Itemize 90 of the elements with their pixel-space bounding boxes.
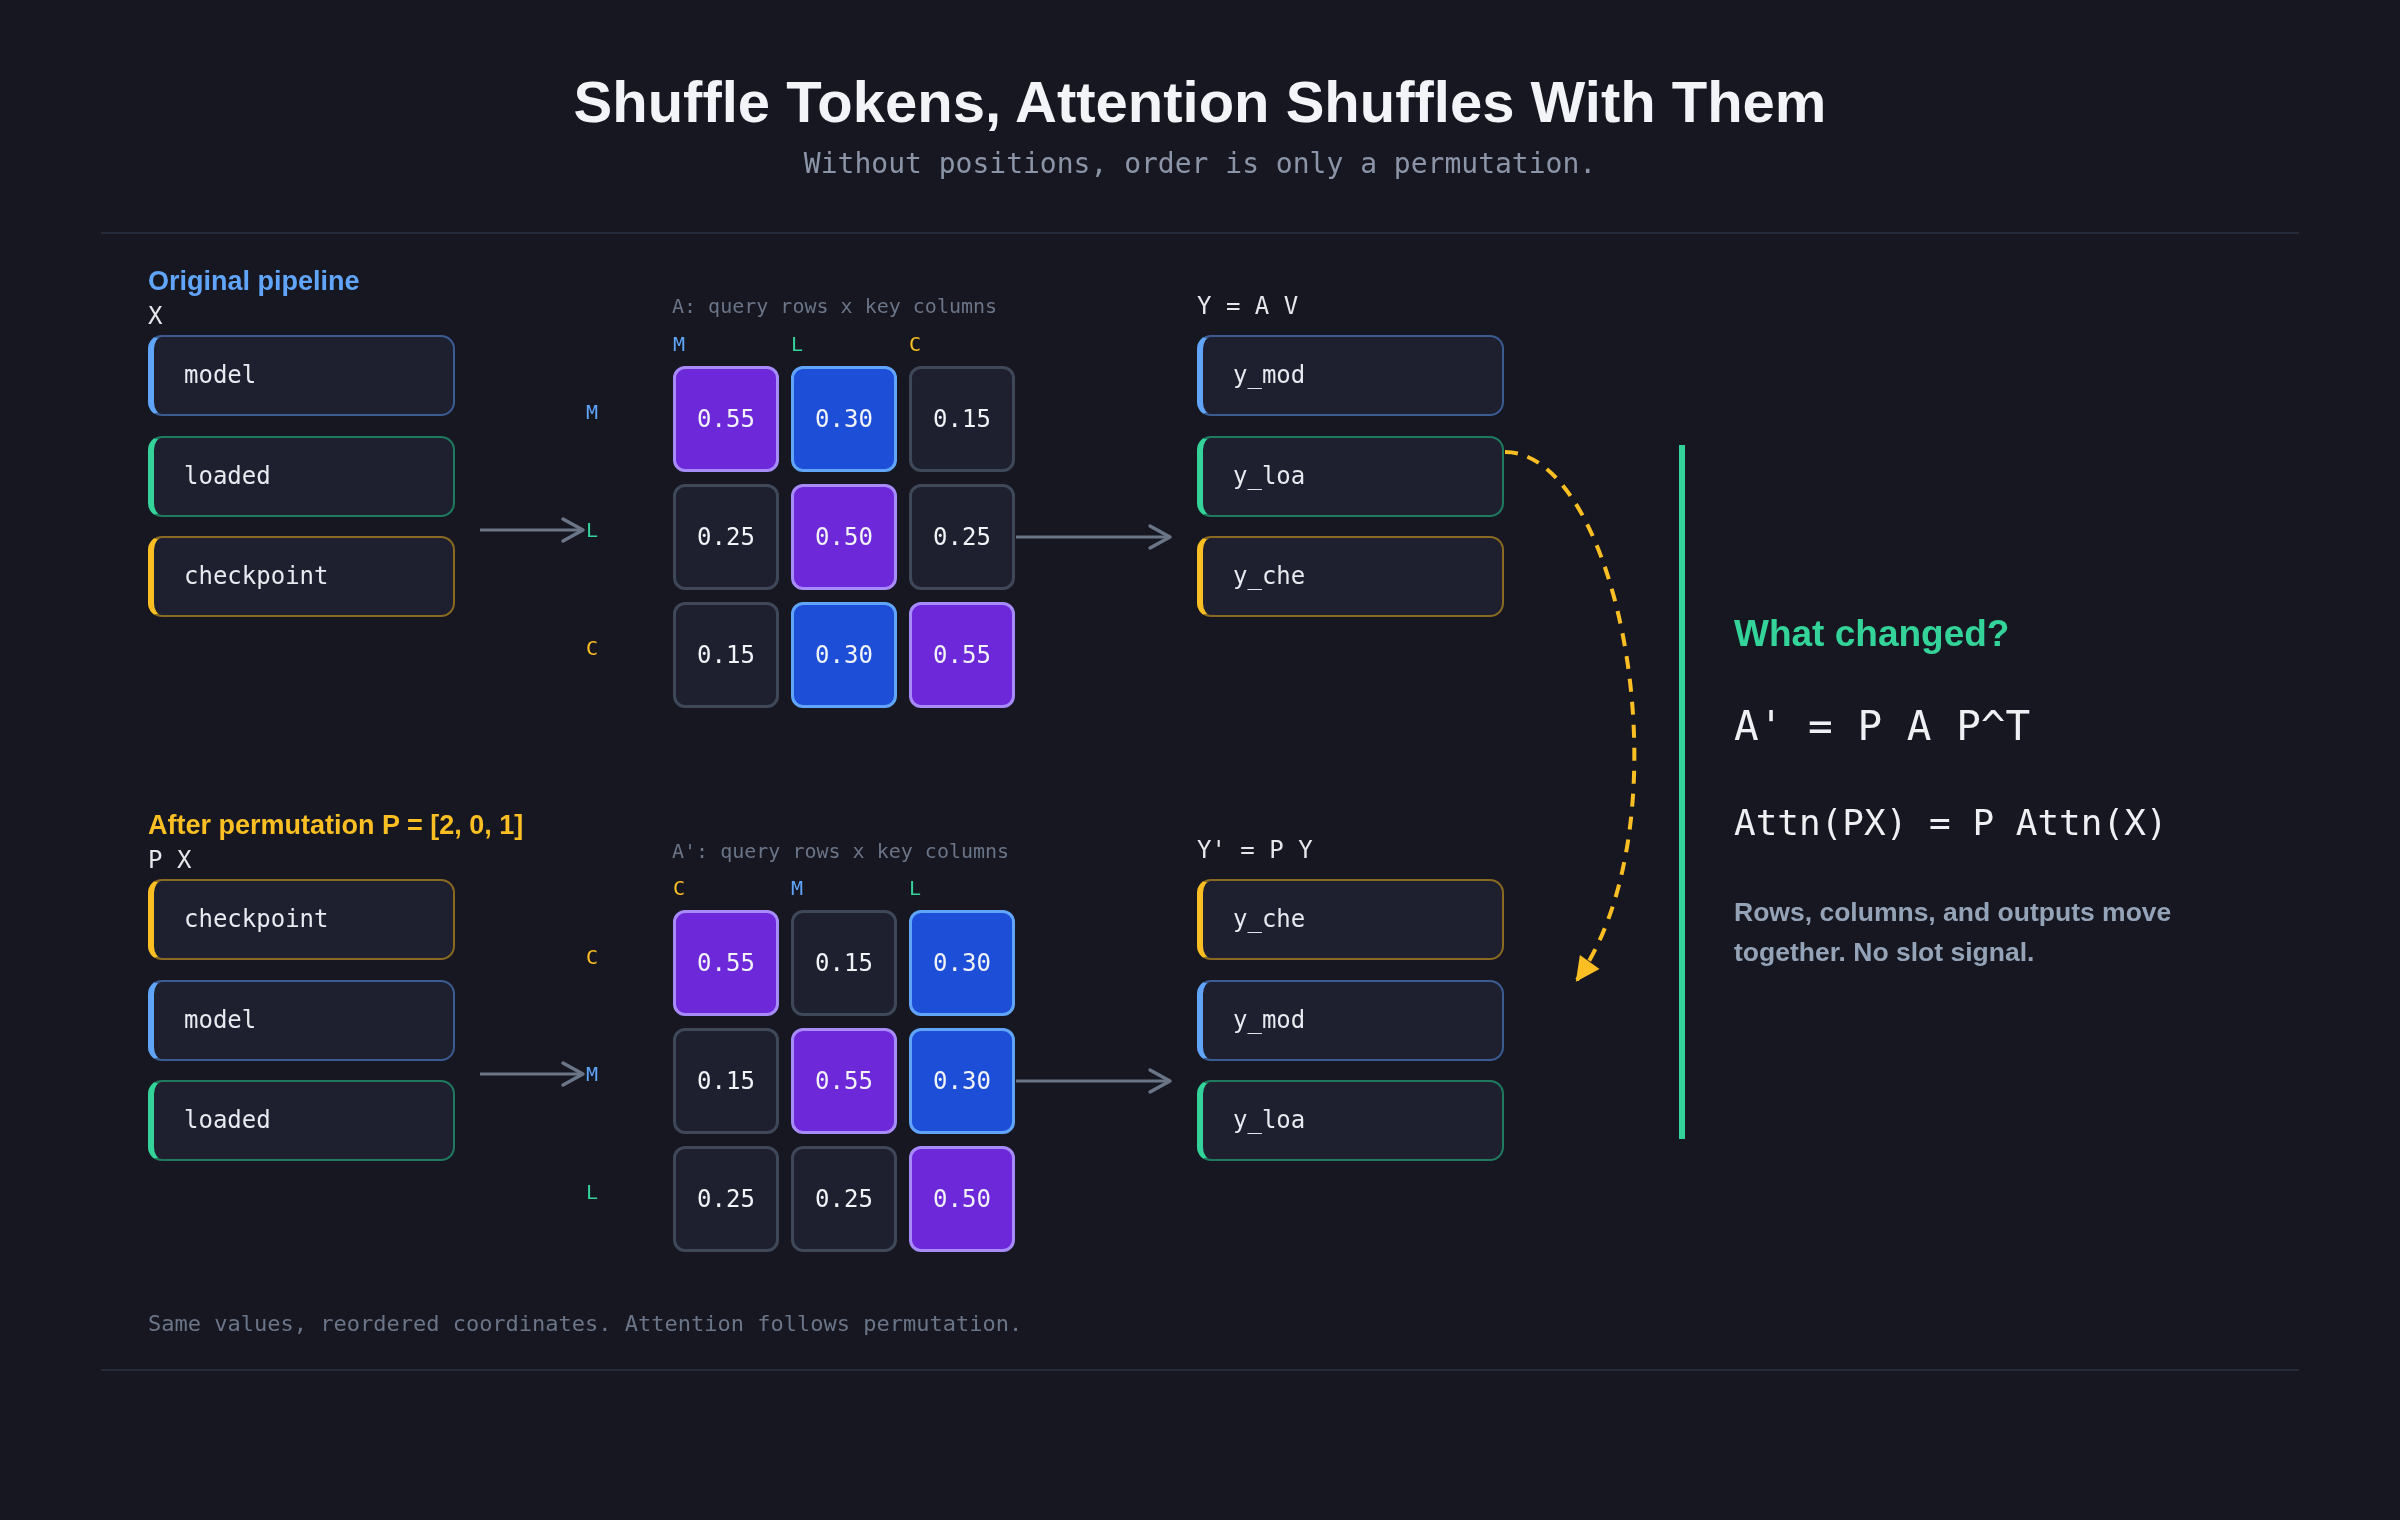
attention-weight: 0.55	[933, 640, 991, 670]
footnote: Same values, reordered coordinates. Attention follows permutation.	[148, 1311, 1023, 1338]
token-card	[148, 436, 455, 517]
token-card	[148, 1080, 455, 1161]
attention-weight: 0.15	[697, 1066, 755, 1096]
attention-weight: 0.25	[815, 1184, 873, 1214]
token-card	[148, 536, 455, 617]
output-text: y_mod	[1233, 1006, 1306, 1035]
output-card	[1197, 1080, 1504, 1161]
attention-cell	[909, 910, 1015, 1016]
output-card	[1197, 436, 1504, 517]
token-text: loaded	[184, 1106, 271, 1135]
column-label: M	[673, 332, 686, 356]
formula-label: Y = A V	[1197, 292, 1299, 321]
arrow	[1016, 1068, 1172, 1094]
attention-cell	[909, 602, 1015, 708]
arrow	[1016, 524, 1172, 550]
column-label: M	[791, 876, 804, 900]
row-label: C	[586, 636, 599, 660]
output-card	[1197, 335, 1504, 416]
column-label: L	[909, 876, 922, 900]
formula: A' = P A P^T	[1734, 702, 2031, 752]
attention-cell	[673, 366, 779, 472]
attention-cell	[909, 1146, 1015, 1252]
column-label: L	[791, 332, 804, 356]
token-text: checkpoint	[184, 562, 329, 591]
attention-weight: 0.25	[697, 522, 755, 552]
output-text: y_loa	[1233, 462, 1306, 491]
attention-cell	[791, 1146, 897, 1252]
attention-weight: 0.55	[697, 404, 755, 434]
column-label: C	[909, 332, 922, 356]
output-text: y_mod	[1233, 361, 1306, 390]
attention-cell	[791, 910, 897, 1016]
attention-weight: 0.50	[933, 1184, 991, 1214]
attention-cell	[673, 484, 779, 590]
output-card	[1197, 536, 1504, 617]
attention-cell	[909, 366, 1015, 472]
row-label: M	[586, 1062, 599, 1086]
token-text: model	[184, 361, 257, 390]
token-card	[148, 335, 455, 416]
attention-weight: 0.15	[815, 948, 873, 978]
note-text: Rows, columns, and outputs move together. No slot signal.	[1734, 896, 2173, 969]
token-text: checkpoint	[184, 905, 329, 934]
section-heading: After permutation P = [2, 0, 1]	[148, 809, 524, 842]
attention-weight: 0.30	[815, 640, 873, 670]
row-label: M	[586, 400, 599, 424]
attention-weight: 0.55	[697, 948, 755, 978]
attention-cell	[791, 484, 897, 590]
output-card	[1197, 980, 1504, 1061]
dashed-arrow	[1504, 450, 1637, 982]
formula-label: Y' = P Y	[1197, 836, 1313, 865]
attention-cell	[673, 1028, 779, 1134]
attention-weight: 0.15	[697, 640, 755, 670]
token-text: model	[184, 1006, 257, 1035]
row-label: C	[586, 945, 599, 969]
matrix-caption: A: query rows x key columns	[672, 294, 998, 318]
output-text: y_loa	[1233, 1106, 1306, 1135]
matrix-name: X	[148, 302, 163, 331]
matrix-caption: A': query rows x key columns	[672, 839, 1010, 863]
matrix-name: P X	[148, 846, 192, 875]
output-card	[1197, 879, 1504, 960]
attention-weight: 0.50	[815, 522, 873, 552]
token-card	[148, 879, 455, 960]
section-heading: Original pipeline	[148, 265, 360, 298]
token-text: loaded	[184, 462, 271, 491]
attention-weight: 0.15	[933, 404, 991, 434]
attention-cell	[673, 910, 779, 1016]
attention-weight: 0.30	[815, 404, 873, 434]
output-text: y_che	[1233, 562, 1306, 591]
column-label: C	[673, 876, 686, 900]
attention-weight: 0.30	[933, 948, 991, 978]
attention-weight: 0.55	[815, 1066, 873, 1096]
row-label: L	[586, 518, 599, 542]
output-text: y_che	[1233, 905, 1306, 934]
row-label: L	[586, 1180, 599, 1204]
subtitle: Without positions, order is only a permutation.	[803, 147, 1597, 181]
token-card	[148, 980, 455, 1061]
diagram-title: Shuffle Tokens, Attention Shuffles With Them	[573, 68, 1827, 136]
formula: Attn(PX) = P Attn(X)	[1734, 801, 2168, 845]
attention-cell	[909, 484, 1015, 590]
attention-weight: 0.30	[933, 1066, 991, 1096]
panel-heading: What changed?	[1734, 612, 2010, 656]
attention-cell	[673, 602, 779, 708]
attention-weight: 0.25	[697, 1184, 755, 1214]
attention-cell	[673, 1146, 779, 1252]
attention-weight: 0.25	[933, 522, 991, 552]
attention-cell	[791, 1028, 897, 1134]
attention-cell	[791, 602, 897, 708]
attention-cell	[909, 1028, 1015, 1134]
attention-cell	[791, 366, 897, 472]
